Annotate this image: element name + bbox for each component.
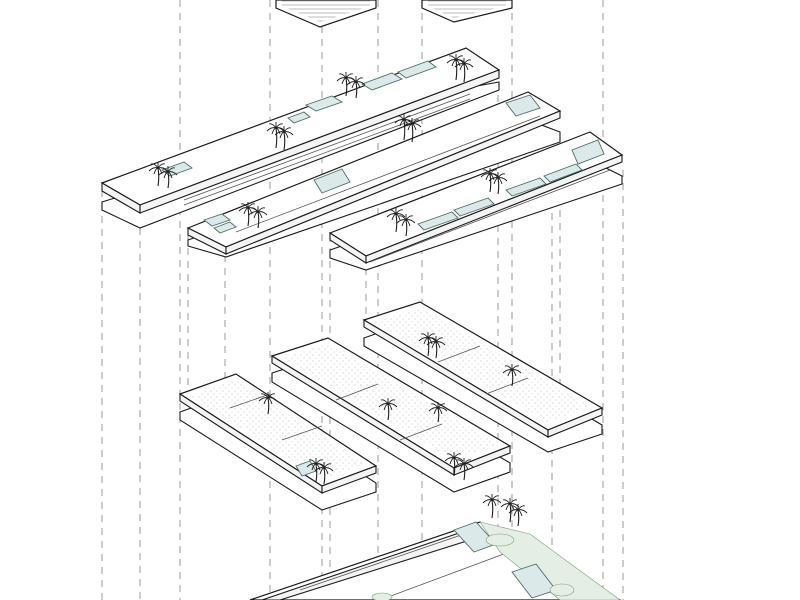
palm-tree-icon	[248, 206, 268, 229]
ground-level	[249, 521, 622, 600]
palm-tree-icon	[396, 214, 416, 237]
pool-icon	[417, 139, 605, 231]
palm-tree-icon	[378, 398, 398, 421]
palm-tree-icon	[346, 76, 366, 99]
palm-trees	[148, 54, 528, 527]
palm-tree-icon	[502, 364, 522, 387]
palm-tree-icon	[258, 392, 278, 415]
palm-tree-icon	[274, 126, 294, 151]
palm-tree-icon	[386, 208, 406, 233]
upper-slab-b	[186, 91, 562, 258]
roof-fragment-right	[421, 0, 513, 23]
pool-icon	[295, 460, 317, 477]
palm-tree-icon	[314, 462, 334, 485]
palm-tree-icon	[158, 166, 178, 189]
palm-tree-icon	[508, 504, 528, 527]
palm-tree-icon	[402, 118, 422, 143]
pool-icon	[203, 94, 541, 234]
palm-tree-icon	[444, 452, 464, 477]
middle-slab-left	[178, 373, 378, 511]
upper-slab-a	[100, 47, 501, 229]
upper-slab-c	[328, 131, 624, 271]
palm-tree-icon	[426, 336, 446, 359]
palm-tree-icon	[418, 332, 438, 357]
palm-tree-icon	[482, 494, 502, 519]
palm-tree-icon	[428, 402, 448, 423]
palm-tree-icon	[488, 172, 508, 195]
palm-tree-icon	[454, 58, 474, 83]
projection-guides	[101, 0, 624, 600]
roof-fragment-left	[275, 0, 377, 28]
palm-tree-icon	[454, 458, 474, 481]
